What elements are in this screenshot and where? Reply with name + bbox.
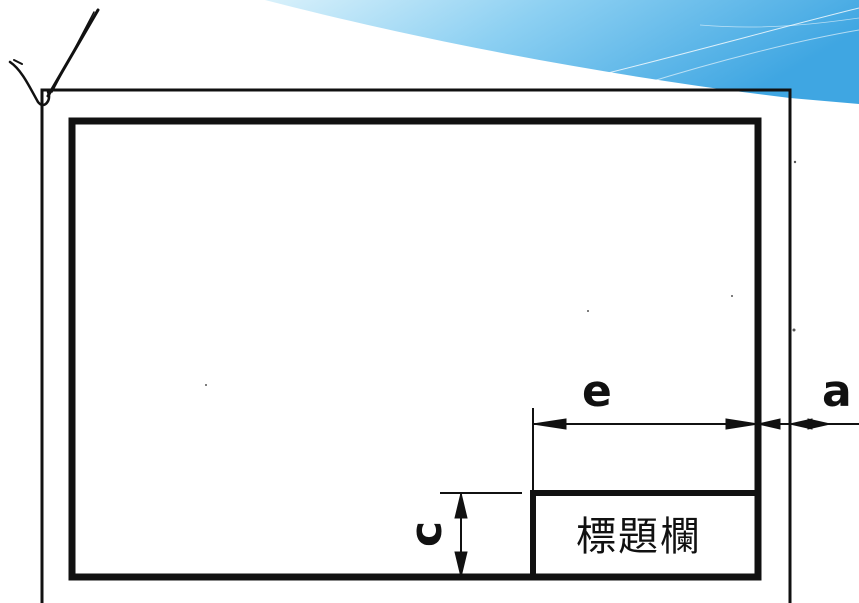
decorative-swoosh [265, 0, 859, 104]
dimension-e-label: e [582, 366, 612, 417]
drawing-frame [68, 117, 762, 581]
dimension-a-label: a [822, 366, 852, 417]
outer-sheet-border [40, 88, 792, 603]
dimension-c [440, 492, 522, 578]
dimension-e [532, 408, 759, 490]
scan-specks [205, 160, 797, 386]
title-block-label: 標題欄 [576, 514, 702, 560]
dimension-a [757, 408, 859, 440]
dimension-c-label: c [401, 520, 453, 548]
pen-mark [8, 8, 100, 107]
title-block-frame [530, 490, 758, 577]
